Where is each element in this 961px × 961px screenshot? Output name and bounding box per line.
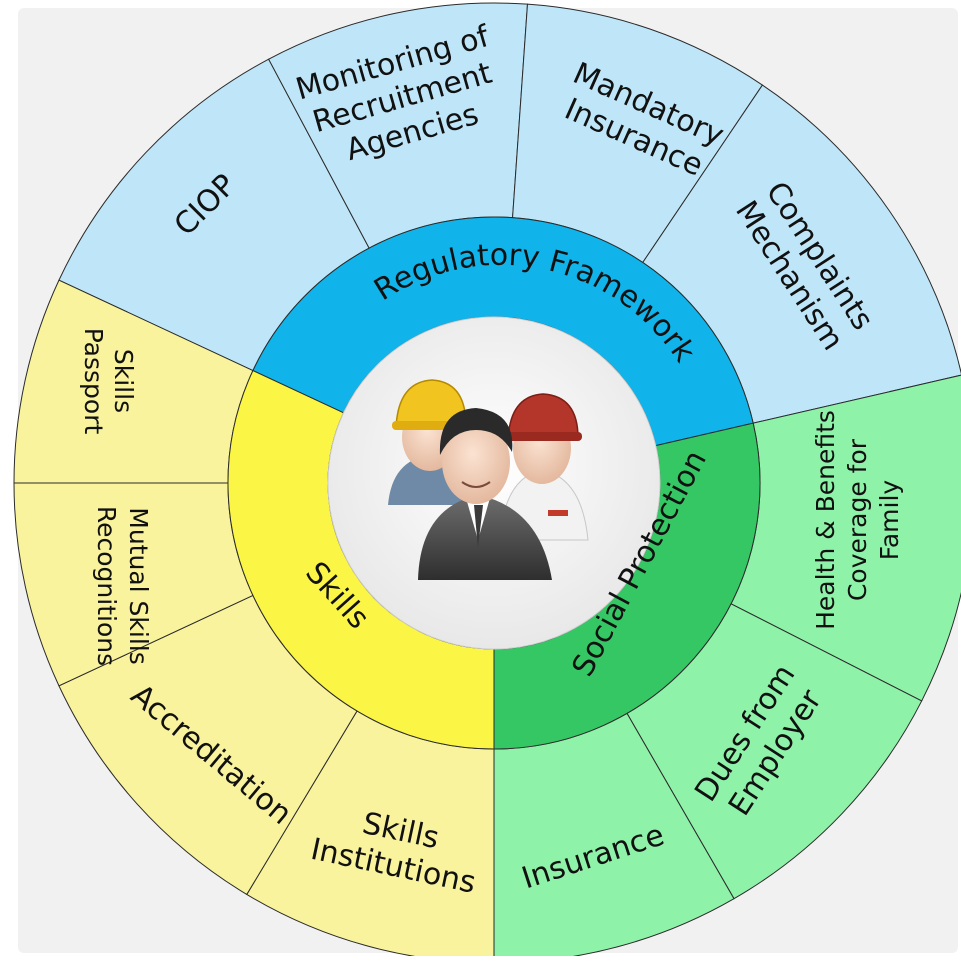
svg-text:Health & Benefits: Health & Benefits (811, 410, 840, 630)
svg-text:Passport: Passport (79, 328, 108, 435)
outer-label-health: Health & Benefits Coverage for Family (811, 410, 904, 630)
outer-ring (13, 2, 961, 961)
outer-label-skills-passport: Skills Passport (79, 328, 138, 435)
svg-text:Coverage for: Coverage for (843, 438, 872, 601)
workers-group-icon (388, 379, 589, 580)
svg-text:Family: Family (875, 480, 904, 561)
svg-text:Mutual Skills: Mutual Skills (124, 507, 153, 664)
svg-text:Recognitions: Recognitions (92, 506, 121, 666)
outer-label-mutual-skills: Mutual Skills Recognitions (92, 506, 153, 666)
svg-text:Skills: Skills (109, 349, 138, 413)
